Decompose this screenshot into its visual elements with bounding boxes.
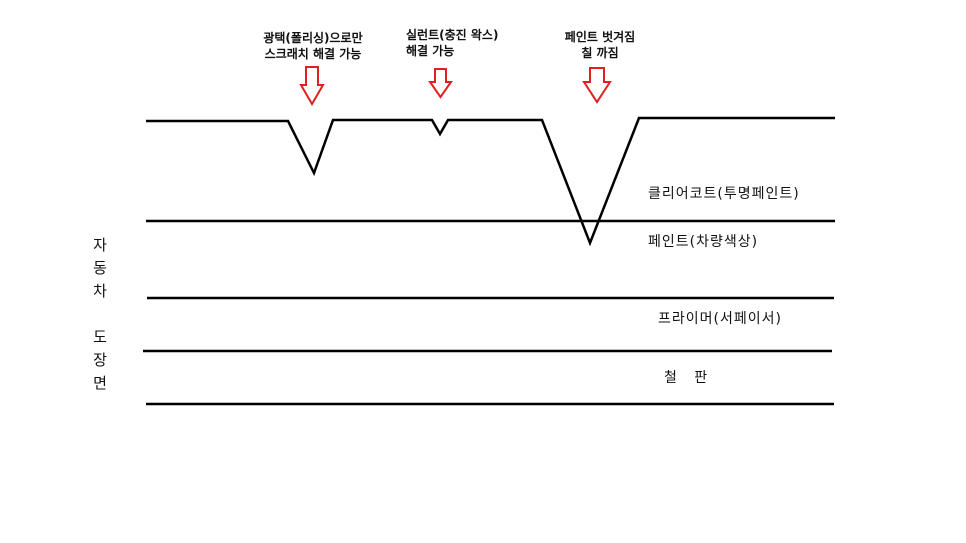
callout-line-1: 페인트 벗겨짐	[564, 30, 636, 44]
layer-label-paint: 페인트(차량색상)	[648, 234, 759, 250]
side-label-char: 면	[93, 374, 107, 392]
callout-line-2: 스크래치 해결 가능	[264, 47, 362, 61]
side-label-char: 장	[93, 351, 107, 369]
callout-line-2: 해결 가능	[406, 44, 455, 58]
side-label-char: 동	[93, 259, 107, 277]
callout-polishing: 광택(폴리싱)으로만 스크래치 해결 가능	[248, 30, 378, 62]
layer-label-primer: 프라이머(서페이서)	[658, 311, 782, 327]
side-label-car-paint-surface: 자 동 차 도 장 면	[90, 234, 110, 395]
side-label-char: 자	[93, 236, 107, 254]
down-arrow-icon	[299, 66, 325, 106]
surface-profile-line	[146, 116, 835, 247]
side-label-gap	[90, 303, 110, 326]
down-arrow-icon	[428, 68, 453, 99]
callout-line-2: 칠 까짐	[581, 46, 619, 60]
side-label-char: 차	[93, 282, 107, 300]
callout-paint-chip: 페인트 벗겨짐 칠 까짐	[545, 29, 655, 61]
side-label-char: 도	[93, 328, 107, 346]
callout-sealant: 실런트(충진 왁스) 해결 가능	[406, 27, 498, 59]
down-arrow-icon	[582, 67, 612, 104]
callout-line-1: 실런트(충진 왁스)	[406, 28, 499, 42]
layer-label-steel: 철 판	[664, 370, 709, 386]
layer-label-clearcoat: 클리어코트(투명페인트)	[648, 186, 800, 202]
callout-line-1: 광택(폴리싱)으로만	[263, 31, 363, 45]
